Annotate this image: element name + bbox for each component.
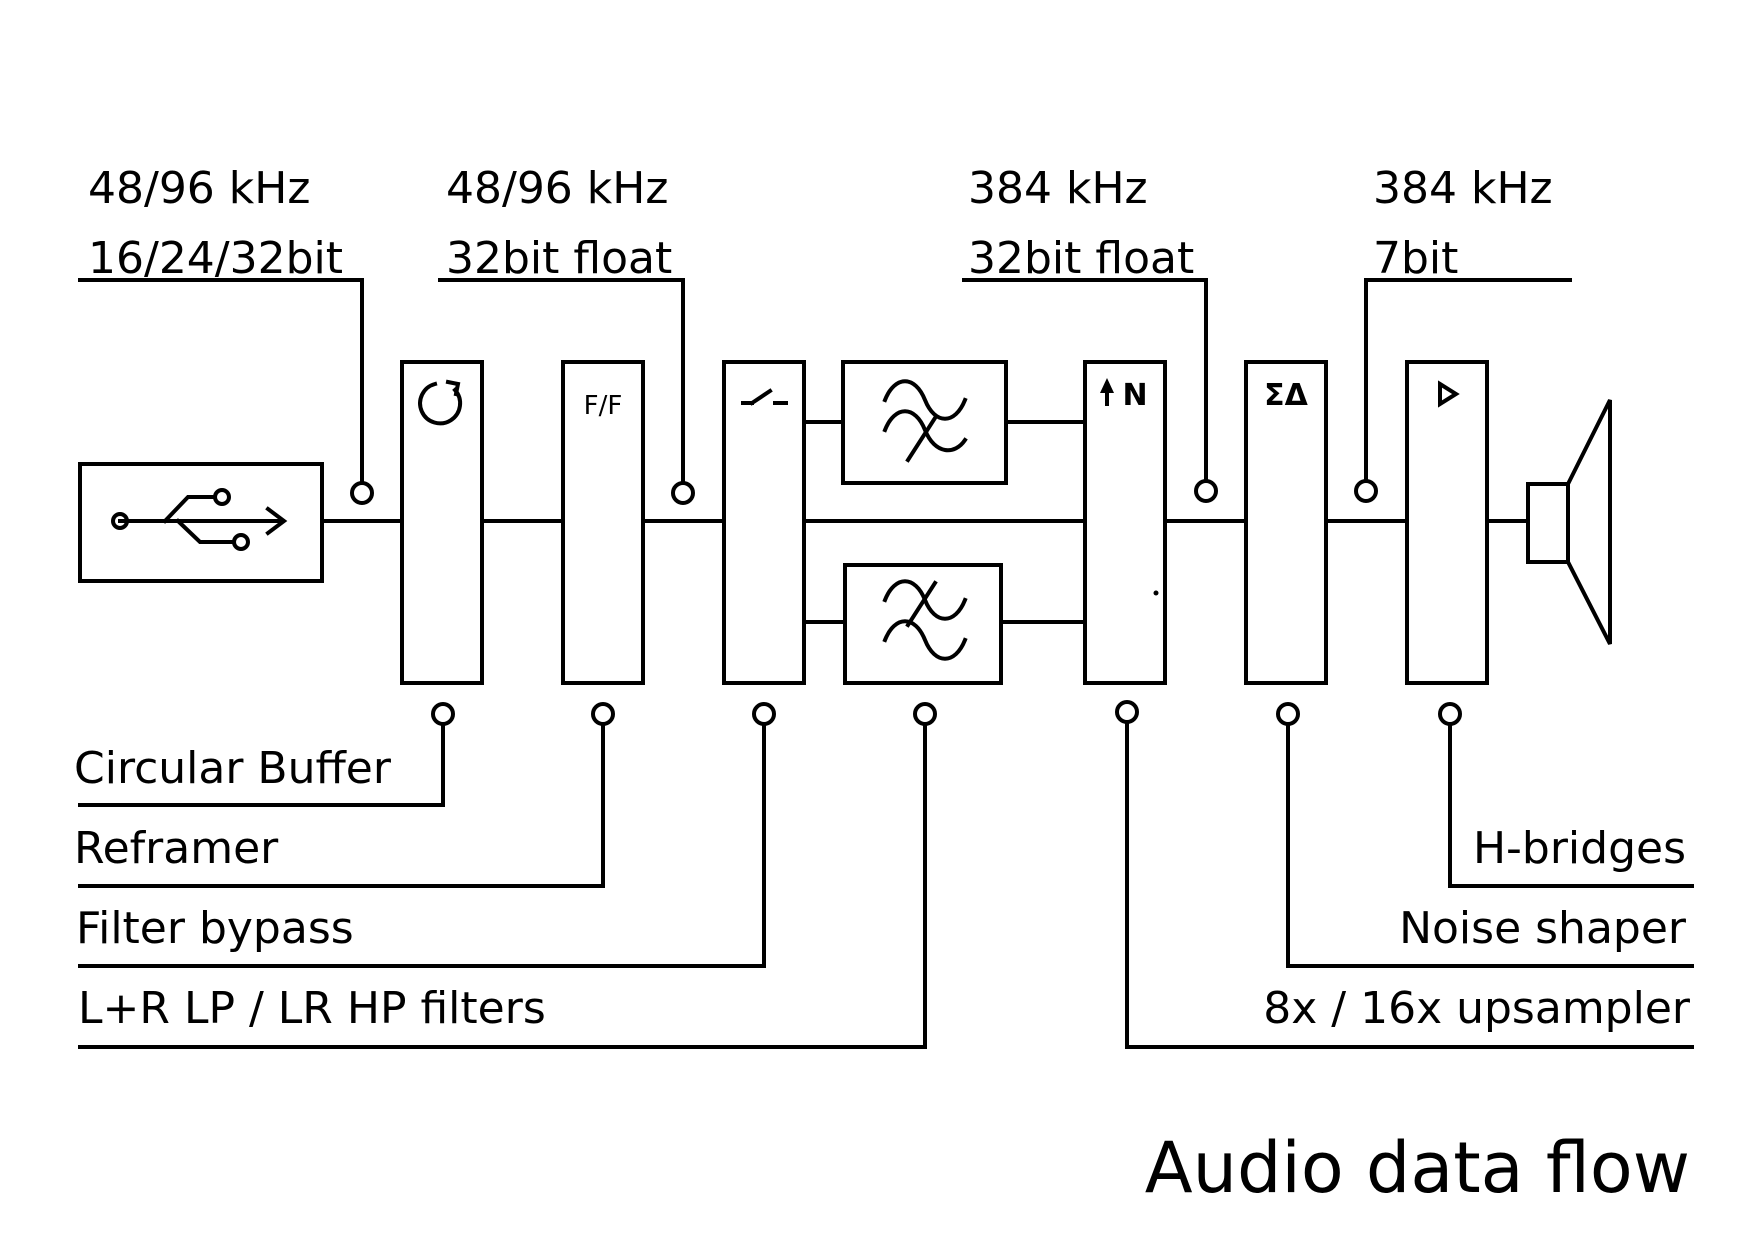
label-filters: L+R LP / LR HP filters (78, 983, 546, 1034)
top-label-1-rate: 48/96 kHz (88, 163, 310, 214)
reframer-symbol: F/F (584, 391, 623, 421)
label-h-bridges: H-bridges (1473, 823, 1686, 874)
circular-buffer-block (400, 360, 484, 685)
top-leader-lines (78, 278, 1572, 482)
leader-filters (78, 721, 927, 1049)
triangle-amplifier-icon (1438, 380, 1460, 408)
leader-filter-bypass (78, 721, 766, 968)
switch-icon (741, 388, 788, 406)
leader-upsampler (1125, 721, 1694, 1049)
leader-circular-buffer (78, 721, 445, 807)
upsampler-dot (1153, 590, 1159, 596)
label-reframer: Reframer (74, 823, 279, 874)
usb-icon (111, 488, 288, 551)
leader-reframer (78, 721, 605, 888)
top-label-1-format: 16/24/32bit (88, 233, 343, 284)
connection-dots (350, 479, 1462, 726)
highpass-filter-block (843, 563, 1003, 685)
top-label-4-format: 7bit (1373, 233, 1458, 284)
lowpass-filter-icon (882, 379, 968, 463)
leader-top-2 (438, 278, 685, 482)
h-bridge-block (1405, 360, 1489, 685)
top-label-2-format: 32bit float (446, 233, 672, 284)
top-label-4-rate: 384 kHz (1373, 163, 1553, 214)
leader-h-bridges (1448, 721, 1694, 888)
label-noise-shaper: Noise shaper (1399, 903, 1687, 954)
diagram-title: Audio data flow (1145, 1127, 1690, 1209)
leader-top-1 (78, 278, 364, 482)
reframer-block: F/F (561, 360, 645, 685)
lowpass-filter-block (841, 360, 1008, 485)
top-label-3-rate: 384 kHz (968, 163, 1148, 214)
signal-path (320, 420, 1530, 624)
upsampler-block: N (1083, 360, 1167, 685)
upsampler-symbol: N (1122, 378, 1147, 413)
leader-top-4 (1364, 278, 1572, 482)
up-arrow-icon (1100, 378, 1114, 406)
circular-arrow-icon (418, 379, 463, 426)
leader-top-3 (962, 278, 1208, 482)
top-label-2-rate: 48/96 kHz (446, 163, 668, 214)
highpass-filter-icon (882, 579, 968, 661)
label-filter-bypass: Filter bypass (76, 903, 354, 954)
top-label-3-format: 32bit float (968, 233, 1194, 284)
speaker-icon (1526, 399, 1612, 645)
noise-shaper-block: ΣΔ (1244, 360, 1328, 685)
usb-source-block (78, 462, 324, 583)
label-circular-buffer: Circular Buffer (74, 743, 392, 794)
bottom-leader-lines (78, 721, 1694, 1049)
filter-bypass-block (722, 360, 806, 685)
label-upsampler: 8x / 16x upsampler (1263, 983, 1691, 1034)
noise-shaper-symbol: ΣΔ (1264, 378, 1308, 413)
leader-noise-shaper (1286, 721, 1694, 968)
